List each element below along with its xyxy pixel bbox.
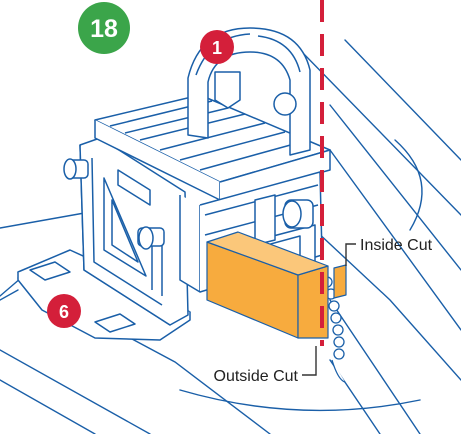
label-leaders [302, 243, 356, 376]
callout-6: 6 [47, 294, 81, 328]
callout-1: 1 [200, 30, 234, 64]
step-badge-circle [78, 2, 130, 54]
knob-right [282, 199, 314, 229]
knob-left [63, 158, 89, 180]
inside-cut-leader [345, 243, 356, 266]
inside-cut-label: Inside Cut [360, 237, 433, 254]
callout-1-circle [200, 30, 234, 64]
outside-cut-leader [302, 346, 317, 376]
side-plate [79, 137, 189, 326]
workpiece-top [206, 231, 329, 276]
step-badge: 18 [78, 2, 130, 54]
callout-6-circle [47, 294, 81, 328]
outside-cut-label: Outside Cut [214, 368, 299, 385]
callout-6-number: 6 [59, 302, 69, 322]
callout-1-number: 1 [212, 38, 222, 58]
workpiece [206, 231, 347, 339]
step-number: 18 [90, 15, 118, 43]
knob-front [137, 226, 165, 250]
offcut-sliver [333, 264, 347, 299]
